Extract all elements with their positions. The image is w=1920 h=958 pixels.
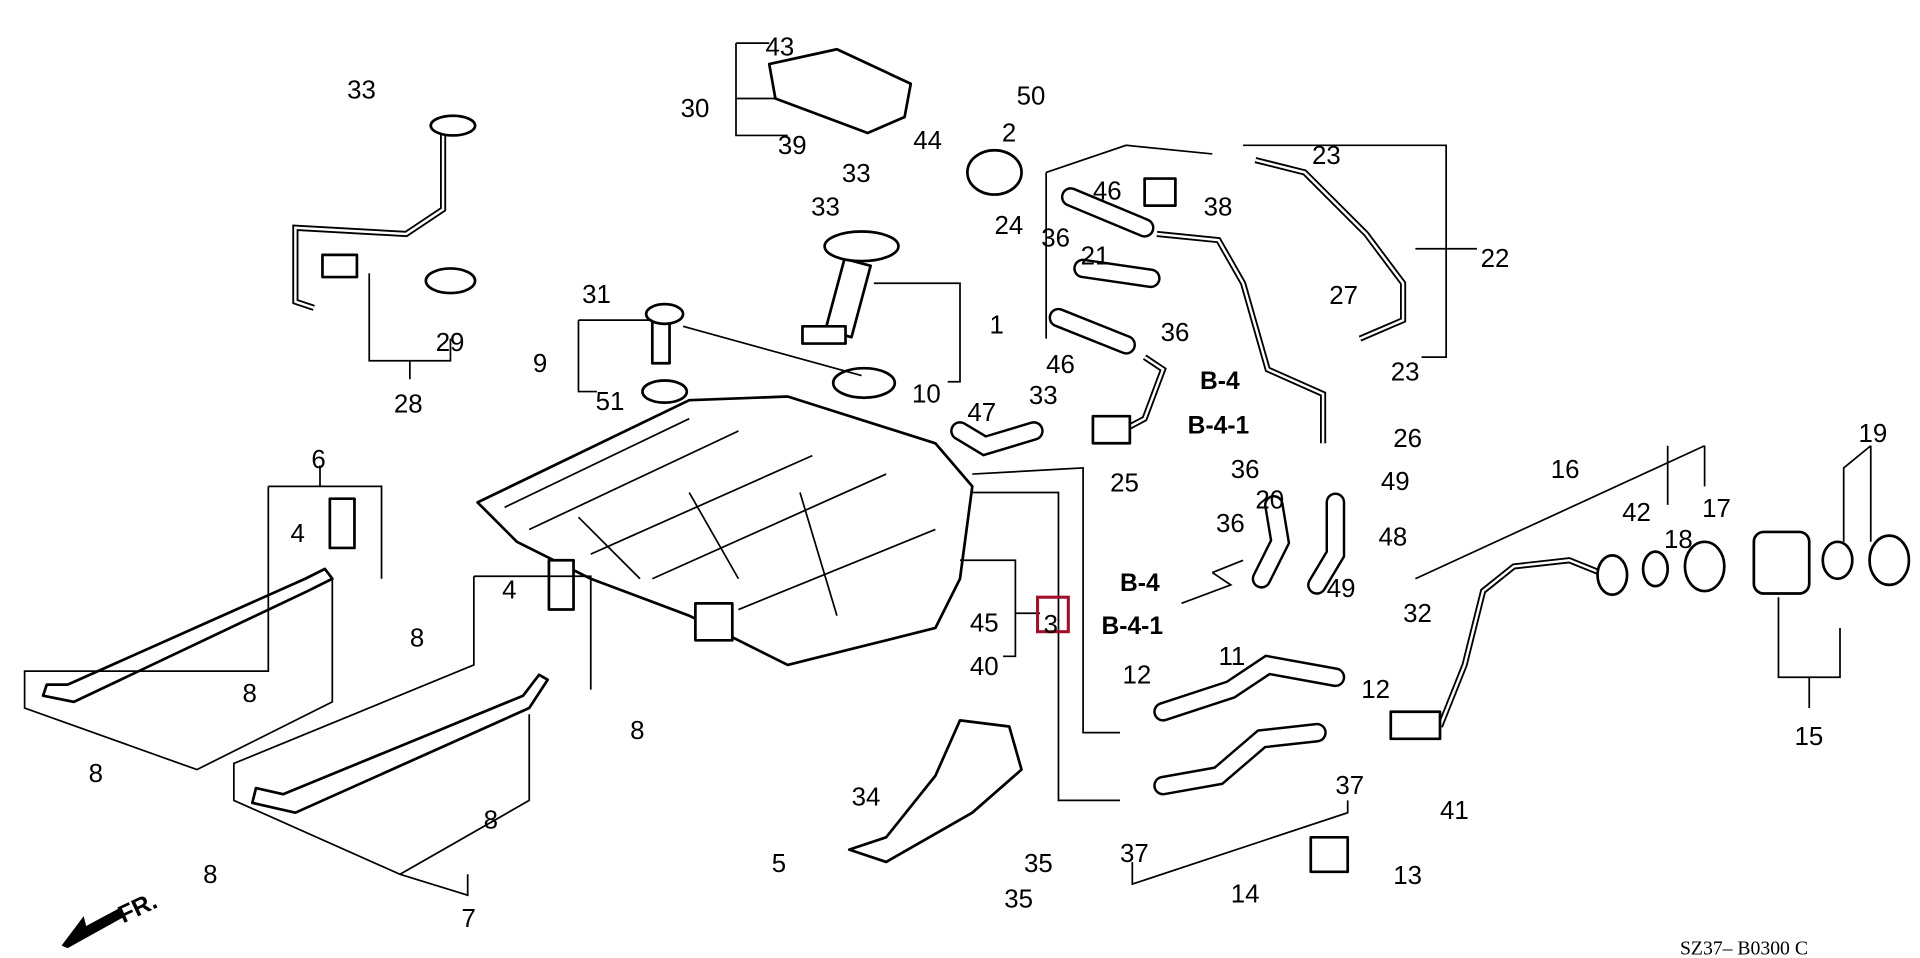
callout-36[interactable]: 36 bbox=[1041, 224, 1070, 252]
callout-16[interactable]: 16 bbox=[1551, 456, 1580, 484]
callout-43[interactable]: 43 bbox=[766, 33, 795, 61]
callout-20[interactable]: 20 bbox=[1255, 487, 1284, 515]
callout-27[interactable]: 27 bbox=[1329, 282, 1358, 310]
callout-4[interactable]: 4 bbox=[290, 520, 304, 548]
callout-23[interactable]: 23 bbox=[1312, 142, 1341, 170]
callout-37[interactable]: 37 bbox=[1120, 840, 1149, 868]
callout-8[interactable]: 8 bbox=[630, 717, 644, 745]
callout-42[interactable]: 42 bbox=[1622, 499, 1651, 527]
callout-8[interactable]: 8 bbox=[484, 807, 498, 835]
callout-23[interactable]: 23 bbox=[1391, 358, 1420, 386]
callout-3[interactable]: 3 bbox=[1044, 611, 1058, 639]
callout-18[interactable]: 18 bbox=[1664, 526, 1693, 554]
callout-37[interactable]: 37 bbox=[1335, 772, 1364, 800]
reference-b4[interactable]: B-4 bbox=[1200, 368, 1240, 395]
callout-35[interactable]: 35 bbox=[1004, 886, 1033, 914]
callout-14[interactable]: 14 bbox=[1231, 881, 1260, 909]
callout-32[interactable]: 32 bbox=[1403, 600, 1432, 628]
diagram-code: SZ37– B0300 C bbox=[1680, 937, 1808, 958]
filler-base bbox=[1752, 530, 1811, 595]
parts-artwork bbox=[23, 42, 1911, 949]
fuel-filter[interactable] bbox=[966, 148, 1023, 196]
callout-48[interactable]: 48 bbox=[1378, 523, 1407, 551]
callout-34[interactable]: 34 bbox=[852, 783, 881, 811]
canister-valve bbox=[1091, 414, 1132, 445]
callout-13[interactable]: 13 bbox=[1393, 862, 1422, 890]
callout-26[interactable]: 26 bbox=[1393, 425, 1422, 453]
callout-36[interactable]: 36 bbox=[1161, 319, 1190, 347]
callout-12[interactable]: 12 bbox=[1361, 676, 1390, 704]
callout-8[interactable]: 8 bbox=[410, 624, 424, 652]
callout-5[interactable]: 5 bbox=[772, 850, 786, 878]
seal-ring bbox=[424, 267, 477, 295]
callout-39[interactable]: 39 bbox=[778, 132, 807, 160]
callout-36[interactable]: 36 bbox=[1231, 456, 1260, 484]
fuel-cap[interactable] bbox=[1868, 534, 1911, 587]
callout-12[interactable]: 12 bbox=[1122, 661, 1151, 689]
callout-46[interactable]: 46 bbox=[1046, 351, 1075, 379]
callout-19[interactable]: 19 bbox=[1858, 420, 1887, 448]
callout-21[interactable]: 21 bbox=[1081, 243, 1110, 271]
callout-35[interactable]: 35 bbox=[1024, 850, 1053, 878]
callout-22[interactable]: 22 bbox=[1481, 245, 1510, 273]
callout-36[interactable]: 36 bbox=[1216, 510, 1245, 538]
callout-7[interactable]: 7 bbox=[462, 905, 476, 933]
callout-30[interactable]: 30 bbox=[681, 95, 710, 123]
front-marker: FR. bbox=[114, 888, 161, 929]
callout-labels: 1234456788888891011121213141516171819202… bbox=[89, 33, 1888, 933]
callout-6[interactable]: 6 bbox=[311, 446, 325, 474]
reference-b4-1[interactable]: B-4-1 bbox=[1102, 613, 1164, 640]
callout-9[interactable]: 9 bbox=[533, 350, 547, 378]
callout-45[interactable]: 45 bbox=[970, 610, 999, 638]
callout-8[interactable]: 8 bbox=[242, 680, 256, 708]
callout-46[interactable]: 46 bbox=[1093, 177, 1122, 205]
callout-47[interactable]: 47 bbox=[967, 399, 996, 427]
callout-33[interactable]: 33 bbox=[842, 160, 871, 188]
tank-pad bbox=[694, 602, 734, 642]
front-arrow-icon bbox=[61, 907, 124, 949]
callout-41[interactable]: 41 bbox=[1440, 797, 1469, 825]
callout-8[interactable]: 8 bbox=[89, 760, 103, 788]
callout-50[interactable]: 50 bbox=[1017, 83, 1046, 111]
callout-33[interactable]: 33 bbox=[347, 77, 376, 105]
callout-38[interactable]: 38 bbox=[1204, 193, 1233, 221]
callout-51[interactable]: 51 bbox=[596, 388, 625, 416]
highlight-box bbox=[1036, 595, 1070, 634]
callout-49[interactable]: 49 bbox=[1327, 575, 1356, 603]
callout-15[interactable]: 15 bbox=[1794, 723, 1823, 751]
filler-pipe[interactable] bbox=[1437, 557, 1602, 728]
callout-17[interactable]: 17 bbox=[1702, 495, 1731, 523]
tank-strap-left[interactable] bbox=[41, 567, 334, 704]
callout-10[interactable]: 10 bbox=[912, 381, 941, 409]
callout-28[interactable]: 28 bbox=[394, 391, 423, 419]
tank-strap-right[interactable] bbox=[250, 673, 550, 815]
callout-33[interactable]: 33 bbox=[1029, 382, 1058, 410]
callout-33[interactable]: 33 bbox=[811, 193, 840, 221]
callout-2[interactable]: 2 bbox=[1002, 120, 1016, 148]
strap-bracket bbox=[547, 558, 575, 611]
callout-24[interactable]: 24 bbox=[994, 212, 1023, 240]
callout-49[interactable]: 49 bbox=[1381, 468, 1410, 496]
callout-44[interactable]: 44 bbox=[913, 127, 942, 155]
callout-25[interactable]: 25 bbox=[1110, 469, 1139, 497]
reference-b4-1[interactable]: B-4-1 bbox=[1188, 412, 1250, 439]
strap-bracket bbox=[328, 497, 356, 550]
callout-11[interactable]: 11 bbox=[1218, 643, 1245, 671]
protector-5 bbox=[847, 718, 1023, 864]
callout-31[interactable]: 31 bbox=[582, 281, 611, 309]
reference-b4[interactable]: B-4 bbox=[1120, 570, 1160, 597]
callout-1[interactable]: 1 bbox=[990, 312, 1004, 340]
callout-8[interactable]: 8 bbox=[203, 861, 217, 889]
access-cover[interactable] bbox=[767, 47, 913, 135]
callout-29[interactable]: 29 bbox=[436, 329, 465, 357]
callout-40[interactable]: 40 bbox=[970, 653, 999, 681]
callout-4[interactable]: 4 bbox=[502, 576, 516, 604]
